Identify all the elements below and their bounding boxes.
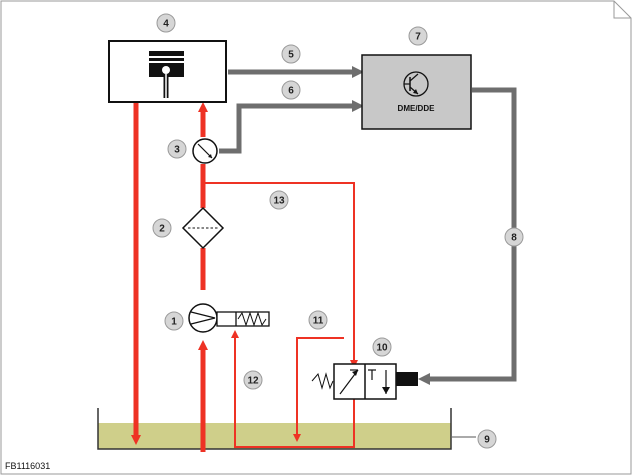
pressure-gauge-icon xyxy=(192,138,218,164)
callout-label: 3 xyxy=(174,145,180,156)
callout-1: 1 xyxy=(164,311,184,331)
callout-circle xyxy=(372,337,392,357)
callout-13: 13 xyxy=(269,190,289,210)
callout-12: 12 xyxy=(243,370,263,390)
callout-circle xyxy=(269,190,289,210)
callout-circle xyxy=(408,26,428,46)
fuel-tank xyxy=(97,408,452,450)
branch-line-13 xyxy=(203,182,358,368)
callout-9: 9 xyxy=(477,429,497,449)
callout-label: 8 xyxy=(511,233,517,244)
callout-6: 6 xyxy=(281,80,301,100)
callout-circle xyxy=(164,311,184,331)
callout-label: 7 xyxy=(415,32,421,43)
callout-4: 4 xyxy=(156,13,176,33)
figure-code: FB1116031 xyxy=(5,461,50,471)
transistor-icon xyxy=(403,71,429,97)
callout-8: 8 xyxy=(504,227,524,247)
callout-label: 4 xyxy=(163,19,169,30)
callout-label: 6 xyxy=(288,86,294,97)
callout-label: 5 xyxy=(288,50,294,61)
callout-label: 10 xyxy=(376,343,388,354)
callout-11: 11 xyxy=(308,310,328,330)
callout-2: 2 xyxy=(152,218,172,238)
callout-circle xyxy=(477,429,497,449)
callout-label: 11 xyxy=(313,316,324,327)
callout-circle xyxy=(281,80,301,100)
vent-line-11 xyxy=(293,337,344,442)
engine-piston-icon xyxy=(149,51,184,98)
control-unit-label: DME/DDE xyxy=(398,104,436,113)
callout-5: 5 xyxy=(281,44,301,64)
control-line-12 xyxy=(231,330,355,448)
callout-label: 13 xyxy=(273,196,285,207)
callout-circle xyxy=(504,227,524,247)
tank-fuel xyxy=(98,423,451,449)
callout-circle xyxy=(281,44,301,64)
callout-label: 2 xyxy=(159,224,165,235)
callout-label: 9 xyxy=(484,435,490,446)
spring-icon xyxy=(237,311,267,327)
callout-circle xyxy=(167,139,187,159)
signal-line-6 xyxy=(219,100,364,154)
callout-10: 10 xyxy=(372,337,392,357)
callout-circle xyxy=(152,218,172,238)
callout-circle xyxy=(308,310,328,330)
frame-corner xyxy=(613,1,631,19)
callout-circle xyxy=(156,13,176,33)
callout-label: 12 xyxy=(247,376,259,387)
callout-3: 3 xyxy=(167,139,187,159)
callout-circle xyxy=(243,370,263,390)
callout-7: 7 xyxy=(408,26,428,46)
solenoid-valve-icon xyxy=(311,363,418,400)
callout-label: 1 xyxy=(171,317,177,328)
fuel-filter-icon xyxy=(181,206,225,250)
fuel-pump-icon xyxy=(188,303,270,333)
